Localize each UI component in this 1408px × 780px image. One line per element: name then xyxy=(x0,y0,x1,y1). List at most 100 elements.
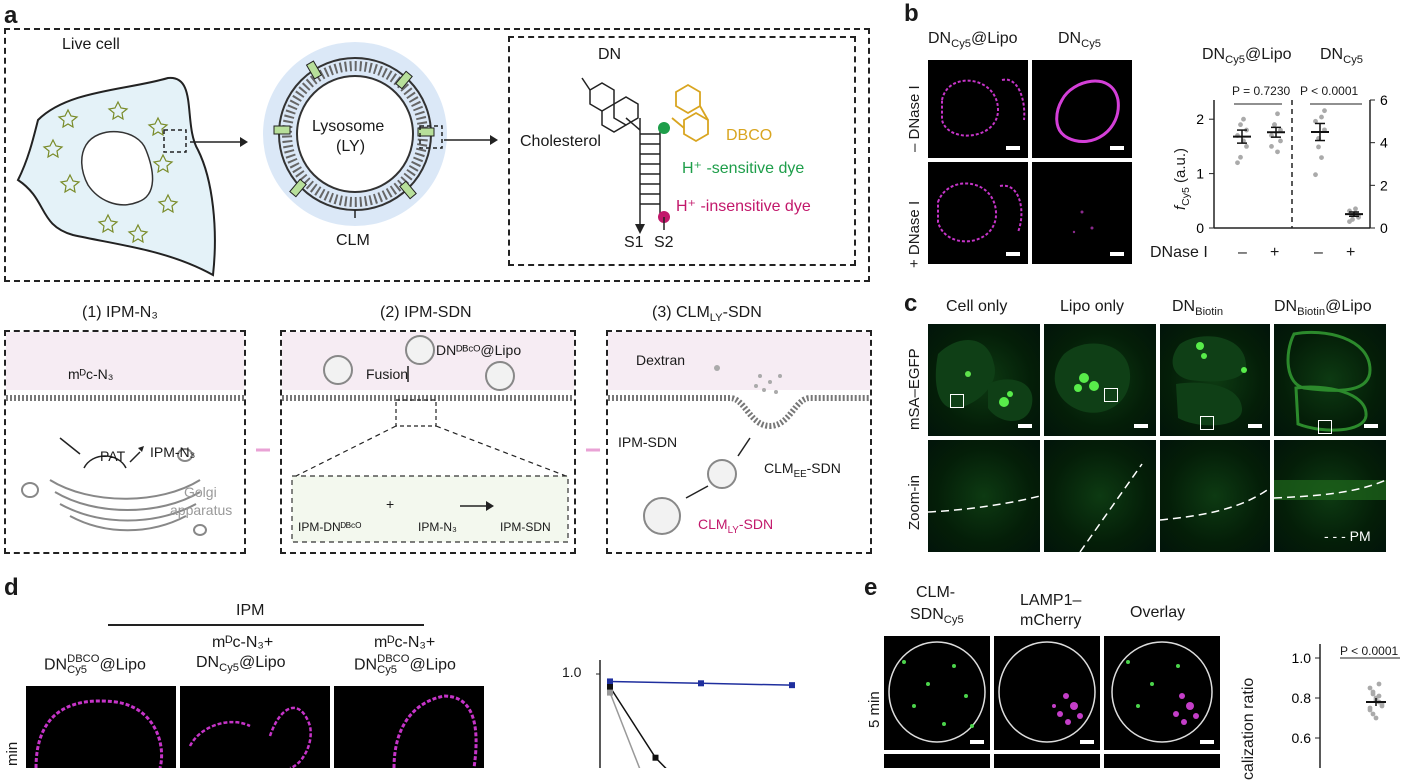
e-data-point xyxy=(1371,692,1376,697)
d-image-3 xyxy=(334,686,484,768)
d-row-label: min xyxy=(4,742,21,766)
e-image-6 xyxy=(1104,754,1220,768)
golgi-label-1: Golgi xyxy=(184,484,217,500)
e-image-4 xyxy=(884,754,990,768)
panel-e-label: e xyxy=(864,574,877,602)
ipm-dn-dbco-label: IPM-DNᴰᴮᶜᴼ xyxy=(298,520,361,534)
b-ytick-right-label: 2 xyxy=(1380,177,1388,193)
e-data-point xyxy=(1368,706,1373,711)
c-image-3 xyxy=(1160,324,1270,436)
d-ipm-bracket xyxy=(108,624,424,626)
e-row-label: 5 min xyxy=(866,691,883,728)
b-data-point xyxy=(1319,115,1324,120)
e-ytick-label: 1.0 xyxy=(1292,650,1312,666)
b-ytick-left-label: 1 xyxy=(1196,166,1204,182)
s2-label: S2 xyxy=(654,234,674,252)
dbco-structure xyxy=(672,85,708,141)
e-data-point xyxy=(1377,694,1382,699)
plasma-membranes xyxy=(6,398,870,426)
b-data-point xyxy=(1238,122,1243,127)
d-line-chart xyxy=(596,660,836,768)
e-col2-line1: LAMP1– xyxy=(1020,592,1081,610)
ipm-n3-b-label: IPM-N₃ xyxy=(418,520,457,534)
b-col2-label: DNCy5 xyxy=(1058,30,1101,50)
c-zoom-2 xyxy=(1044,440,1156,552)
e-image-2 xyxy=(994,636,1100,750)
b-ytick-right-label: 6 xyxy=(1380,92,1388,108)
cholesterol-label: Cholesterol xyxy=(520,133,601,151)
b-data-point xyxy=(1238,155,1243,160)
panel-b-label: b xyxy=(904,0,919,28)
b-data-point xyxy=(1275,149,1280,154)
step3-title: (3) CLMLY-SDN xyxy=(652,304,762,324)
d-series-point xyxy=(607,684,613,690)
e-ytick-label: 0.8 xyxy=(1292,690,1312,706)
b-ytick-right-label: 4 xyxy=(1380,135,1388,151)
e-col2-line2: mCherry xyxy=(1020,612,1081,630)
c-image-2 xyxy=(1044,324,1156,436)
lysosome-label: Lysosome xyxy=(312,118,384,136)
dextran-label: Dextran xyxy=(636,352,685,368)
d-image-1 xyxy=(26,686,176,768)
b-treat-2: + xyxy=(1270,244,1279,262)
c-col4-label: DNBiotin@Lipo xyxy=(1274,298,1372,318)
ly-label: (LY) xyxy=(336,138,365,156)
c-row2-label: Zoom-in xyxy=(906,475,923,530)
b-data-point xyxy=(1313,172,1318,177)
panel-a-illustration xyxy=(8,30,868,280)
e-ylabel: calization ratio xyxy=(1240,678,1258,780)
b-row1-label: – DNase I xyxy=(906,85,923,152)
b-treat-4: + xyxy=(1346,244,1355,262)
e-image-1 xyxy=(884,636,990,750)
c-zoom-3 xyxy=(1160,440,1270,552)
e-scatter-chart: 1.00.80.60.4 xyxy=(1280,644,1408,768)
d-col2-line2: DNCy5@Lipo xyxy=(196,654,286,674)
d-col1-label: DNDBCOCy5@Lipo xyxy=(44,654,146,676)
pat-label: PAT xyxy=(100,448,125,464)
panel-c-label: c xyxy=(904,290,917,318)
c-zoom-1 xyxy=(928,440,1040,552)
d-ipm-label: IPM xyxy=(236,602,264,620)
d-ytick-1: 1.0 xyxy=(562,664,581,680)
c-zoom-4: - - - PM xyxy=(1274,440,1386,552)
fusion-label: Fusion xyxy=(366,366,408,382)
b-ytick-right-label: 0 xyxy=(1380,220,1388,236)
b-ytick-left-label: 0 xyxy=(1196,220,1204,236)
b-data-point xyxy=(1241,117,1246,122)
e-data-point xyxy=(1374,716,1379,721)
dn-label: DN xyxy=(598,46,621,64)
b-data-point xyxy=(1322,108,1327,113)
d-series-point xyxy=(607,678,613,684)
cholesterol-structure xyxy=(582,78,640,132)
e-image-3 xyxy=(1104,636,1220,750)
b-image-1 xyxy=(928,60,1028,158)
d-series-point xyxy=(653,755,659,761)
golgi-label-2: apparatus xyxy=(170,502,232,518)
e-data-point xyxy=(1368,686,1373,691)
c-image-1 xyxy=(928,324,1040,436)
c-image-4 xyxy=(1274,324,1386,436)
b-data-point xyxy=(1353,206,1358,211)
b-data-point xyxy=(1319,155,1324,160)
b-image-4 xyxy=(1032,162,1132,264)
clm-ee-label: CLMEE-SDN xyxy=(764,460,841,480)
c-col1-label: Cell only xyxy=(946,298,1007,316)
b-data-point xyxy=(1316,145,1321,150)
e-ytick-label: 0.6 xyxy=(1292,730,1312,746)
e-col1-line1: CLM- xyxy=(916,584,955,602)
d-series-point xyxy=(607,690,613,696)
c-row1-label: mSA–EGFP xyxy=(906,348,923,430)
panel-a-label: a xyxy=(4,2,17,30)
plus-label: + xyxy=(386,496,394,512)
e-col1-line2: SDNCy5 xyxy=(910,606,964,626)
h-insensitive-label: H⁺ -insensitive dye xyxy=(676,196,811,216)
e-image-5 xyxy=(994,754,1100,768)
e-col3-label: Overlay xyxy=(1130,604,1185,622)
b-treat-3: – xyxy=(1314,244,1323,262)
b-chart-header-2: DNCy5 xyxy=(1320,46,1363,66)
d-col2-line1: mᴰc-N₃+ xyxy=(212,634,273,652)
c-col2-label: Lipo only xyxy=(1060,298,1124,316)
b-data-point xyxy=(1235,160,1240,165)
b-image-3 xyxy=(928,162,1028,264)
b-dnase-label: DNase I xyxy=(1150,244,1208,262)
